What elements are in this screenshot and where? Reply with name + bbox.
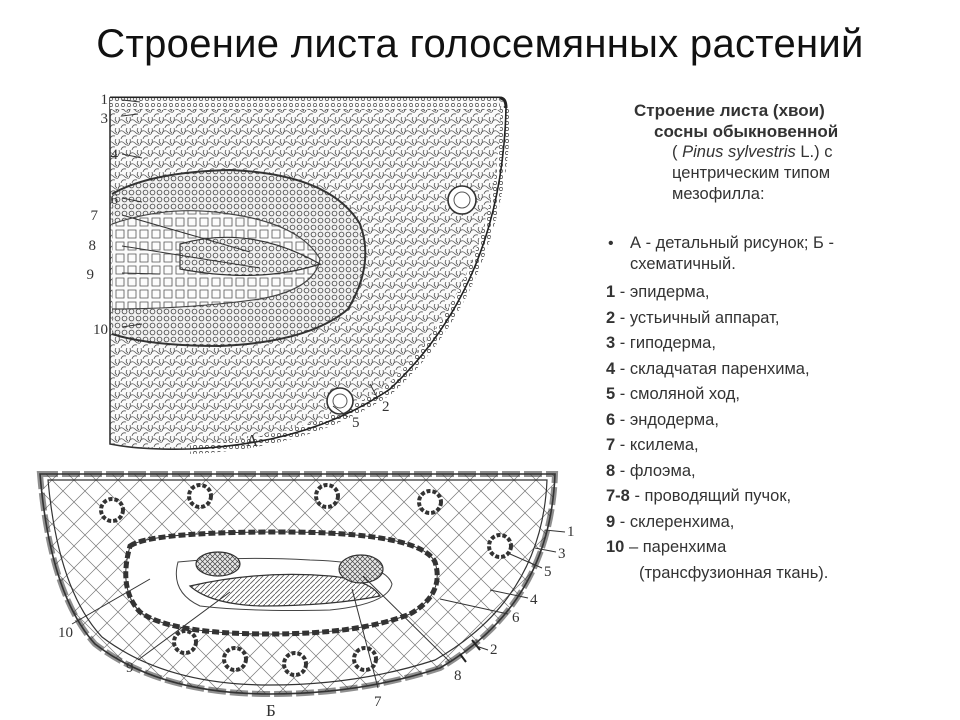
- legend-item-number: 6: [606, 410, 616, 429]
- fig-b-caption: Б: [266, 701, 276, 720]
- legend-item-text: - смоляной ход,: [615, 385, 741, 403]
- legend-item: 6 - эндодерма,: [606, 408, 951, 434]
- legend-item: 9 - склеренхима,: [606, 510, 951, 536]
- fig-b-label-9: 9: [126, 660, 134, 676]
- species-close: L.) с: [795, 143, 833, 161]
- legend-heading-line1: Строение листа (хвои): [634, 101, 825, 120]
- fig-b-label-5: 5: [544, 564, 552, 580]
- legend-item-text: - эпидерма,: [615, 283, 710, 301]
- legend-item: 7-8 - проводящий пучок,: [606, 484, 951, 510]
- fig-b-label-10: 10: [58, 625, 73, 641]
- legend-list: 1 - эпидерма, 2 - устьичный аппарат, 3 -…: [606, 280, 951, 586]
- figure-b: 1 3 5 4 6 2 8 7 9 10 Б: [36, 471, 575, 720]
- legend-item: 5 - смоляной ход,: [606, 382, 951, 408]
- fig-b-label-6: 6: [512, 610, 520, 626]
- fig-a-label-2: 2: [382, 399, 390, 415]
- legend-item-number: 8: [606, 461, 616, 480]
- legend-item-text: (трансфузионная ткань).: [639, 563, 829, 582]
- legend-item-number: 10: [606, 538, 625, 556]
- fig-a-label-6: 6: [111, 192, 119, 208]
- legend-item-text: - флоэма,: [615, 461, 696, 480]
- legend-bullet-line2: схематичный.: [630, 255, 736, 273]
- legend-item: 2 - устьичный аппарат,: [606, 306, 951, 332]
- legend-bullet-line1: А - детальный рисунок; Б -: [630, 234, 834, 252]
- fig-a-label-1: 1: [101, 92, 109, 108]
- fig-a-caption: А: [246, 431, 259, 450]
- fig-b-label-1: 1: [567, 524, 575, 540]
- legend-species: ( Pinus sylvestris L.) с центрическим ти…: [606, 142, 951, 205]
- legend-item-number: 1: [606, 283, 616, 301]
- legend-item-number: 4: [606, 359, 616, 378]
- figure-a: 1 3 4 6 7 8 9 10 5 2 А: [87, 92, 511, 454]
- legend-species-line2: центрическим типом: [672, 164, 831, 182]
- legend-item: 1 - эпидерма,: [606, 280, 951, 306]
- slide-title: Строение листа голосемянных растений: [96, 22, 864, 66]
- legend-item: 8 - флоэма,: [606, 459, 951, 485]
- fig-a-label-9: 9: [87, 267, 95, 283]
- legend-item: 10 – паренхима: [606, 535, 951, 561]
- legend-item-continuation: (трансфузионная ткань).: [606, 561, 951, 587]
- bullet-dot-icon: •: [608, 235, 614, 252]
- legend-item-text: - склеренхима,: [615, 512, 735, 531]
- legend-bullet: • А - детальный рисунок; Б - схематичный…: [606, 233, 951, 275]
- leaf-diagram: 1 3 4 6 7 8 9 10 5 2 А: [36, 92, 575, 720]
- legend-item-text: - эндодерма,: [615, 410, 719, 429]
- legend-item: 4 - складчатая паренхима,: [606, 357, 951, 383]
- legend-item-text: - складчатая паренхима,: [615, 359, 810, 378]
- species-open: (: [672, 143, 683, 161]
- legend-species-line1: ( Pinus sylvestris L.) с: [672, 142, 951, 163]
- diagram-area: 1 3 4 6 7 8 9 10 5 2 А: [30, 84, 605, 720]
- fig-a-label-4: 4: [111, 147, 119, 163]
- legend-item-number: 3: [606, 334, 616, 352]
- legend-item-text: - гиподерма,: [615, 334, 716, 352]
- fig-a-label-3: 3: [101, 111, 109, 127]
- species-latin-name: Pinus sylvestris: [682, 143, 796, 161]
- legend-item-number: 9: [606, 512, 616, 531]
- legend-panel: Строение листа (хвои) сосны обыкновенной…: [606, 100, 951, 586]
- legend-species-line3: мезофилла:: [672, 185, 765, 203]
- fig-b-label-7: 7: [374, 694, 382, 710]
- legend-item-number: 2: [606, 308, 616, 327]
- legend-item-text: - проводящий пучок,: [629, 487, 792, 505]
- legend-item-text: – паренхима: [624, 538, 727, 556]
- legend-item: 7 - ксилема,: [606, 433, 951, 459]
- legend-heading-line2: сосны обыкновенной: [654, 122, 839, 141]
- legend-item: 3 - гиподерма,: [606, 331, 951, 357]
- legend-item-number: 5: [606, 385, 616, 403]
- legend-heading: Строение листа (хвои) сосны обыкновенной: [606, 100, 951, 142]
- fig-b-label-4: 4: [530, 592, 538, 608]
- fig-a-label-5: 5: [352, 415, 360, 431]
- legend-item-text: - устьичный аппарат,: [615, 308, 780, 327]
- fig-a-label-10: 10: [93, 322, 108, 338]
- fig-b-label-2: 2: [490, 642, 498, 658]
- legend-item-text: - ксилема,: [615, 436, 699, 454]
- fig-b-label-8: 8: [454, 668, 462, 684]
- fig-b-label-3: 3: [558, 546, 566, 562]
- legend-item-number: 7-8: [606, 487, 630, 505]
- fig-a-label-7: 7: [91, 208, 99, 224]
- legend-item-number: 7: [606, 436, 616, 454]
- fig-a-label-8: 8: [89, 238, 97, 254]
